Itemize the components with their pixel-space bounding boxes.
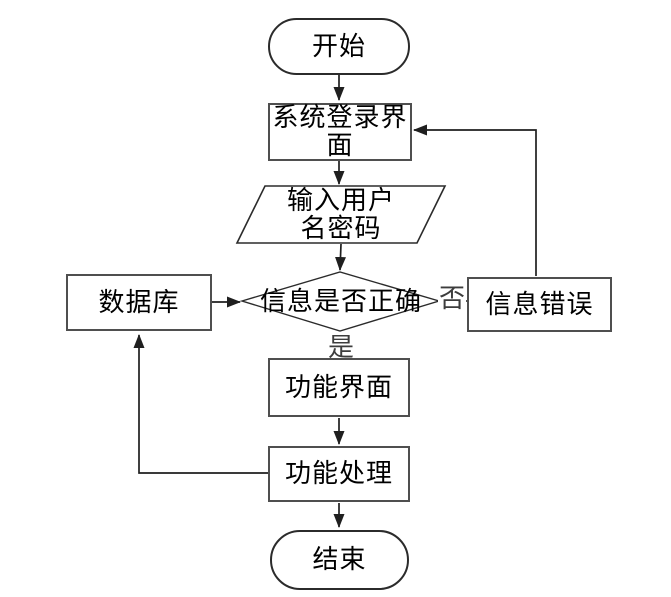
node-func-proc-label: 功能处理 <box>284 459 393 488</box>
node-login-label: 系统登录界面 <box>272 103 408 160</box>
edge-error-to-login <box>413 124 537 276</box>
node-input-label: 输入用户名密码 <box>286 186 395 243</box>
edge-label-yes: 是 <box>328 333 355 362</box>
edge-label-no: 否 <box>438 284 467 313</box>
node-login: 系统登录界面 <box>268 103 412 161</box>
node-error-label: 信息错误 <box>485 289 594 319</box>
edge-input-to-check <box>335 243 346 271</box>
edge-funcproc-to-database <box>133 334 268 474</box>
node-func-ui-label: 功能界面 <box>284 372 393 402</box>
node-error: 信息错误 <box>467 277 612 332</box>
node-check-label-box: 信息是否正确 <box>255 288 427 316</box>
node-start-label: 开始 <box>311 31 366 61</box>
node-end-label: 结束 <box>312 545 367 574</box>
node-func-proc: 功能处理 <box>268 446 410 502</box>
node-database-label: 数据库 <box>98 287 180 317</box>
node-check-label: 信息是否正确 <box>259 287 422 316</box>
input-parallelogram-shape <box>235 185 447 244</box>
node-start: 开始 <box>268 18 410 75</box>
node-input-label-box: 输入用户名密码 <box>281 187 401 243</box>
node-func-ui: 功能界面 <box>268 358 410 417</box>
node-database: 数据库 <box>66 274 212 331</box>
node-end: 结束 <box>270 530 409 590</box>
